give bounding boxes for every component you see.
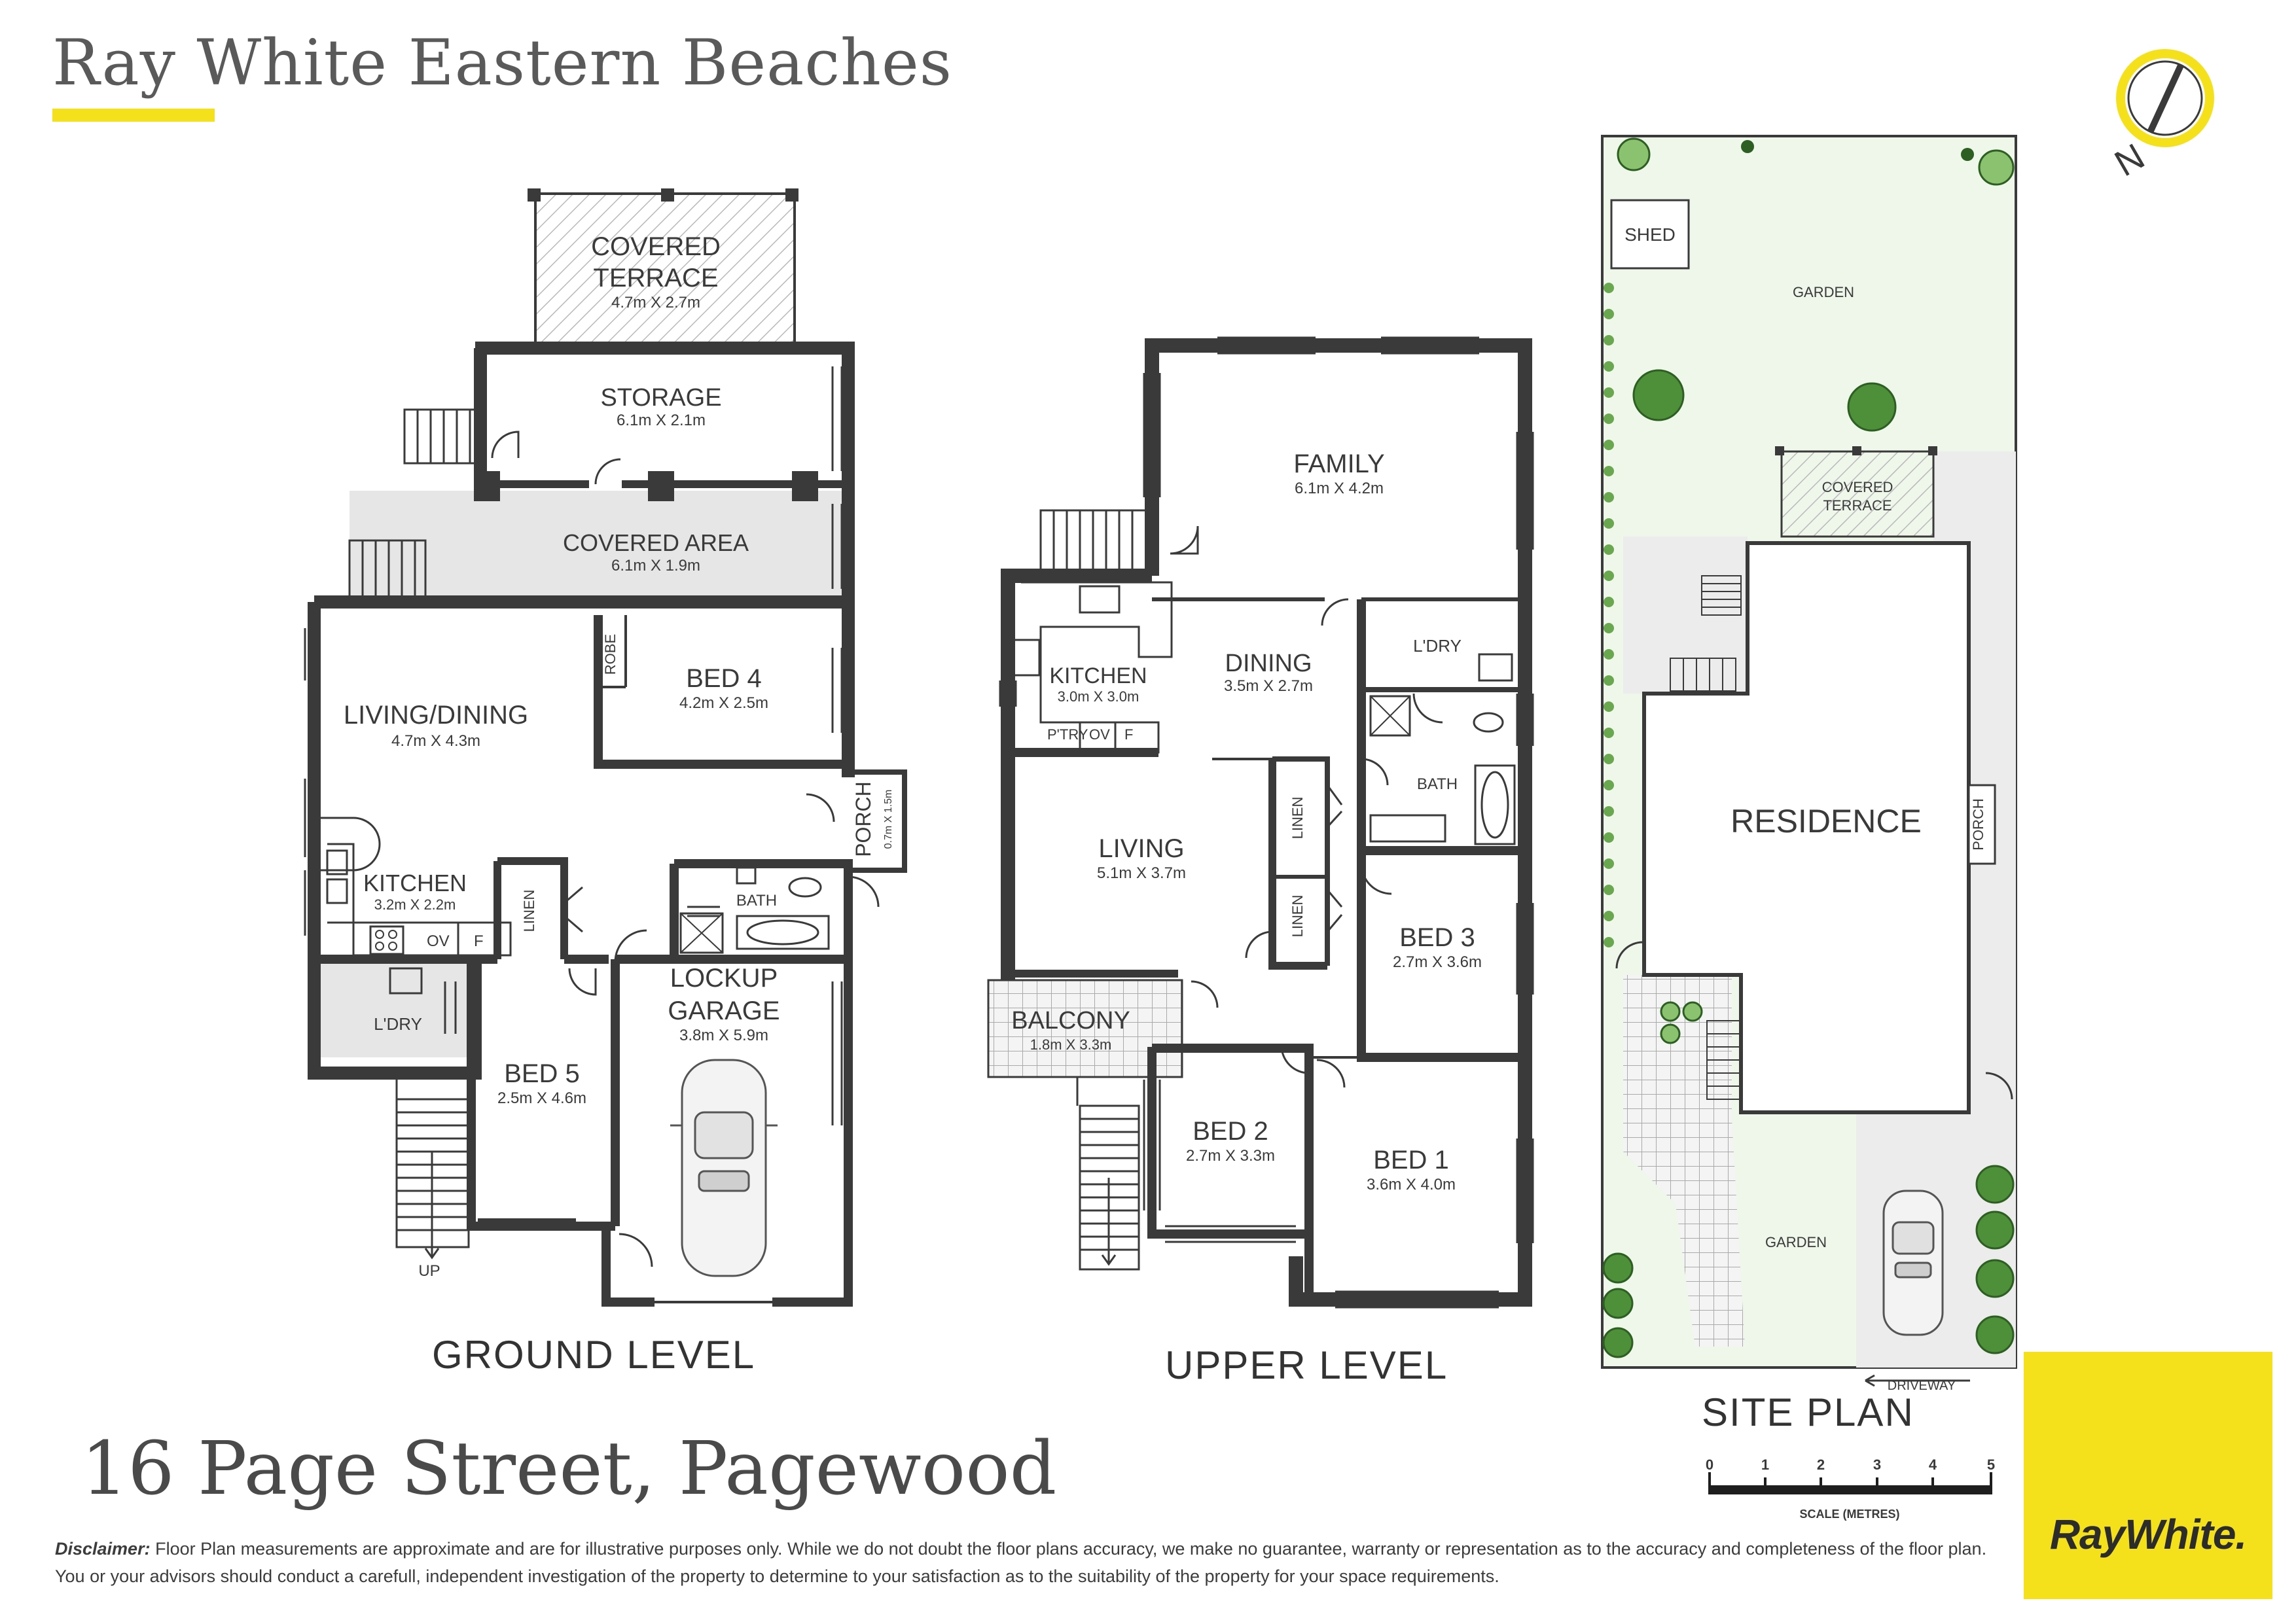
scale-label: SCALE (METRES) <box>1800 1508 1900 1521</box>
room-dimension: 2.7m X 3.6m <box>1393 953 1482 971</box>
room-dimension: 3.8m X 5.9m <box>679 1027 768 1044</box>
covered-area-floor <box>350 491 847 599</box>
room-label: BED 5 <box>504 1059 580 1088</box>
room-label: KITCHEN <box>363 870 467 896</box>
room-dimension: 4.7m X 4.3m <box>391 732 480 750</box>
room-label: LOCKUP <box>670 964 778 993</box>
room-label: COVERED <box>591 232 721 261</box>
driveway-car-icon <box>1882 1190 1944 1336</box>
pantry-label: P'TRY <box>1047 726 1088 743</box>
hedge-row <box>1604 283 1614 947</box>
room-dimension: 3.0m X 3.0m <box>1058 688 1139 705</box>
compass-icon: N <box>2108 49 2214 183</box>
porch-label: PORCH <box>1970 798 1986 850</box>
room-dimension: 0.7m X 1.5m <box>883 790 894 849</box>
room-label: BED 3 <box>1399 923 1475 952</box>
agency-name: Ray White Eastern Beaches <box>52 26 953 99</box>
ground-level-plan <box>304 188 907 1307</box>
room-label: LIVING <box>1098 834 1184 863</box>
covered-terrace-area <box>534 192 796 347</box>
room-dimension: 3.6m X 4.0m <box>1367 1176 1456 1193</box>
room-dimension: 2.5m X 4.6m <box>497 1089 586 1107</box>
ground-level-labels: COVERED TERRACE 4.7m X 2.7m STORAGE 6.1m… <box>344 232 894 1280</box>
scale-tick: 4 <box>1929 1456 1937 1473</box>
room-label: DINING <box>1225 650 1312 677</box>
fridge-label: F <box>474 932 484 950</box>
oven-label: OV <box>1089 726 1110 743</box>
room-dimension: 6.1m X 4.2m <box>1295 480 1384 497</box>
garden-label: GARDEN <box>1765 1234 1827 1250</box>
scale-tick: 0 <box>1706 1456 1713 1473</box>
disclaimer: Disclaimer: Floor Plan measurements are … <box>55 1535 2018 1590</box>
room-label: BED 4 <box>686 664 762 693</box>
room-label: LINEN <box>1289 895 1306 938</box>
room-label: COVERED AREA <box>563 529 749 556</box>
room-dimension: 4.2m X 2.5m <box>679 694 768 712</box>
scale-tick: 3 <box>1873 1456 1881 1473</box>
garden-label: GARDEN <box>1793 284 1854 300</box>
room-dimension: 4.7m X 2.7m <box>611 294 700 311</box>
covered-label: COVERED <box>1822 479 1893 495</box>
disclaimer-label: Disclaimer: <box>55 1539 151 1559</box>
property-address: 16 Page Street, Pagewood <box>81 1426 1057 1511</box>
room-label: BED 2 <box>1193 1117 1268 1146</box>
ground-level-title: GROUND LEVEL <box>432 1333 756 1377</box>
upper-level-labels: FAMILY 6.1m X 4.2m KITCHEN 3.0m X 3.0m D… <box>1011 450 1482 1193</box>
room-dimension: 3.5m X 2.7m <box>1224 677 1313 695</box>
room-label: KITCHEN <box>1049 663 1147 688</box>
fridge-label: F <box>1124 726 1133 743</box>
room-label: BALCONY <box>1011 1007 1130 1034</box>
room-label: LINEN <box>1289 797 1306 839</box>
scale-bar: 0 1 2 3 4 5 SCALE (METRES) <box>1706 1456 1995 1521</box>
site-plan <box>1601 135 2017 1387</box>
site-plan-title: SITE PLAN <box>1702 1390 1914 1434</box>
scale-tick: 2 <box>1817 1456 1825 1473</box>
room-label: L'DRY <box>1413 636 1462 656</box>
tree-icon <box>1602 137 2015 1358</box>
driveway-label: DRIVEWAY <box>1888 1379 1956 1393</box>
room-dimension: 6.1m X 1.9m <box>611 557 700 574</box>
oven-label: OV <box>427 932 450 950</box>
room-dimension: 5.1m X 3.7m <box>1097 864 1186 882</box>
terrace-label: TERRACE <box>1823 497 1892 514</box>
room-label: BATH <box>1417 775 1458 793</box>
room-dimension: 6.1m X 2.1m <box>617 412 706 429</box>
room-dimension: 2.7m X 3.3m <box>1186 1147 1275 1165</box>
ray-white-logo: RayWhite. <box>2024 1352 2272 1599</box>
room-label: FAMILY <box>1293 450 1384 478</box>
shed-label: SHED <box>1624 224 1676 245</box>
scale-tick: 1 <box>1761 1456 1769 1473</box>
room-label: ROBE <box>602 634 619 675</box>
logo-text: RayWhite. <box>2049 1511 2247 1558</box>
stair-up-label: UP <box>418 1262 440 1280</box>
room-label: PORCH <box>852 781 875 857</box>
room-label: LINEN <box>521 890 537 932</box>
room-label: LIVING/DINING <box>344 701 528 730</box>
room-label: STORAGE <box>600 384 721 412</box>
upper-level-plan <box>987 336 1534 1309</box>
room-dimension: 3.2m X 2.2m <box>374 896 456 913</box>
room-label: BATH <box>736 892 777 909</box>
room-label: BED 1 <box>1373 1146 1449 1174</box>
disclaimer-text: Floor Plan measurements are approximate … <box>55 1539 1987 1586</box>
scale-tick: 5 <box>1987 1456 1995 1473</box>
residence-label: RESIDENCE <box>1731 803 1922 839</box>
room-label: L'DRY <box>374 1014 422 1034</box>
upper-level-title: UPPER LEVEL <box>1165 1343 1448 1387</box>
room-dimension: 1.8m X 3.3m <box>1030 1036 1112 1053</box>
site-plan-labels: SHED GARDEN COVERED TERRACE RESIDENCE PO… <box>1624 224 1986 1393</box>
brand-accent-bar <box>52 109 215 122</box>
room-label: TERRACE <box>593 264 718 292</box>
shed-box <box>1610 199 1690 270</box>
room-label: GARAGE <box>668 997 780 1025</box>
garage-car-icon <box>670 1059 778 1277</box>
residence-footprint <box>1642 541 1971 1114</box>
